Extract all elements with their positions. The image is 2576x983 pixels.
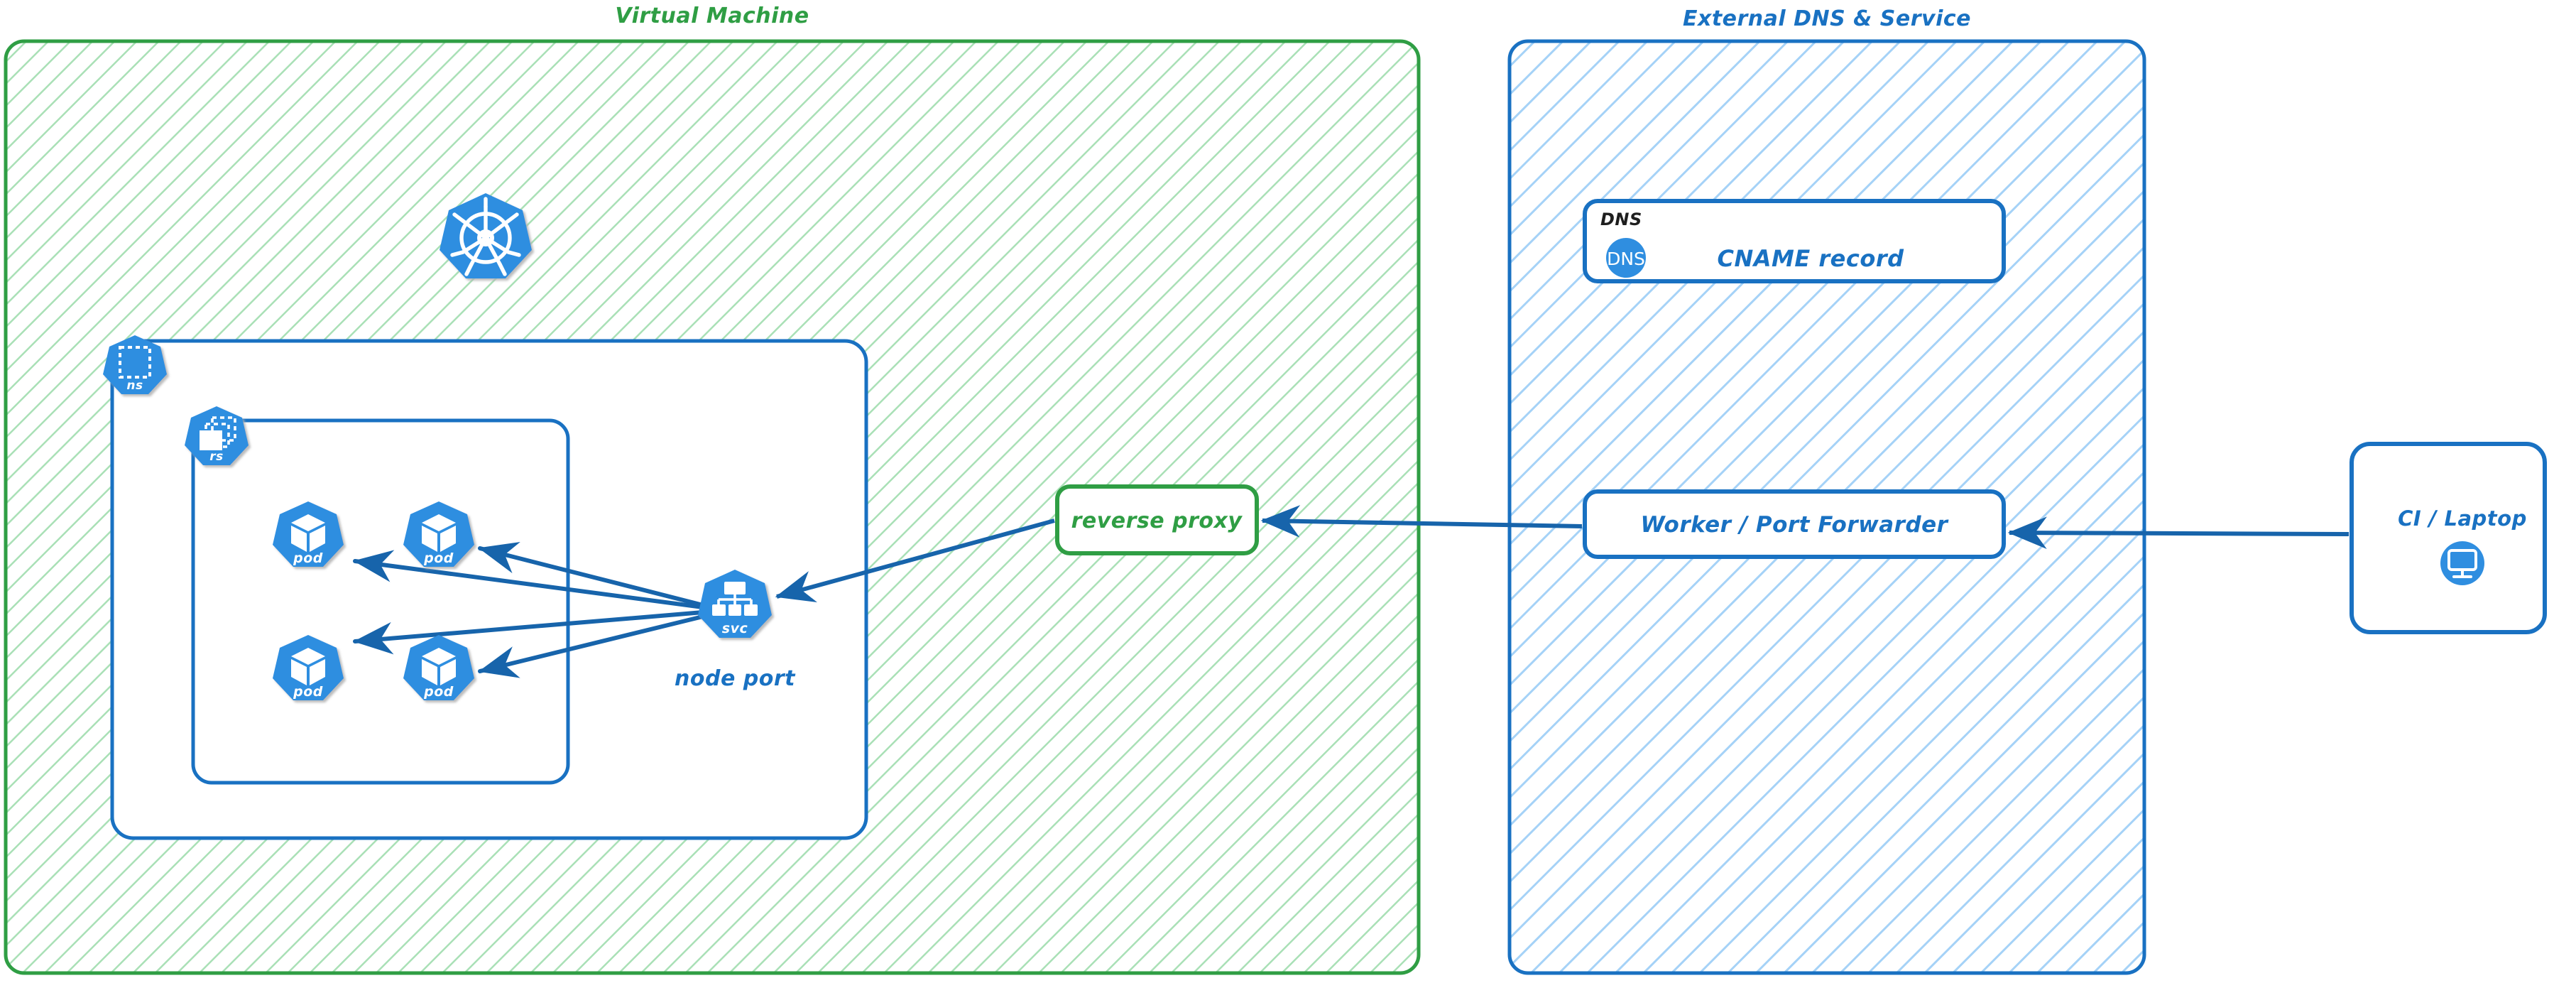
vm-container-title: Virtual Machine <box>615 4 809 28</box>
pod-label-2: pod <box>423 550 454 566</box>
pod-cube-icon <box>291 648 325 685</box>
dns-circle-label: DNS <box>1607 249 1645 269</box>
pod-cube-icon <box>291 514 325 552</box>
dns-cname-box[interactable]: DNS DNS CNAME record <box>1583 199 2006 283</box>
arrow-svc-to-pod-4 <box>478 614 705 678</box>
service-label: svc <box>722 621 748 636</box>
pod-node-4: pod <box>403 635 474 700</box>
arrow-group-service-to-pods <box>353 541 705 678</box>
dns-circle-icon: DNS <box>1606 238 1646 278</box>
dns-small-label: DNS <box>1600 210 1642 229</box>
pod-cube-icon <box>422 648 456 685</box>
service-hierarchy-icon <box>712 582 758 616</box>
pod-label-3: pod <box>293 684 323 700</box>
service-hierarchy-lines <box>717 594 753 604</box>
pod-label-4: pod <box>423 684 454 700</box>
monitor-circle-icon <box>2440 541 2484 585</box>
reverse-proxy-box[interactable]: reverse proxy <box>1055 484 1259 555</box>
replicaset-badge: rs <box>185 406 249 465</box>
worker-port-forwarder-label: Worker / Port Forwarder <box>1641 512 1949 538</box>
replicaset-box <box>191 418 570 785</box>
arrow-svc-to-pod-3 <box>353 610 705 655</box>
arrow-svc-to-pod-1 <box>353 550 705 609</box>
pod-cube-icon <box>422 514 456 552</box>
arrow-reverse-proxy-to-service <box>775 518 1055 603</box>
pod-label-1: pod <box>293 550 323 566</box>
namespace-badge: ns <box>103 335 167 394</box>
node-port-caption: node port <box>675 666 796 691</box>
replicaset-badge-label: rs <box>209 450 224 464</box>
pod-node-2: pod <box>403 501 474 567</box>
service-node: svc <box>698 570 772 638</box>
ci-laptop-label: CI / Laptop <box>2398 506 2527 531</box>
arrow-worker-to-reverse-proxy <box>1260 505 1583 538</box>
cname-record-label: CNAME record <box>1718 245 1905 272</box>
arrow-ci-laptop-to-worker <box>2007 516 2349 550</box>
worker-port-forwarder-box[interactable]: Worker / Port Forwarder <box>1583 489 2006 559</box>
ci-laptop-box[interactable]: CI / Laptop <box>2349 442 2547 634</box>
arrow-svc-to-pod-2 <box>478 541 705 607</box>
namespace-badge-label: ns <box>126 379 143 393</box>
pod-node-3: pod <box>273 635 344 700</box>
external-container-title: External DNS & Service <box>1683 6 1971 31</box>
pod-node-1: pod <box>273 501 344 567</box>
reverse-proxy-label: reverse proxy <box>1071 509 1243 533</box>
kubernetes-logo-icon <box>440 193 532 278</box>
